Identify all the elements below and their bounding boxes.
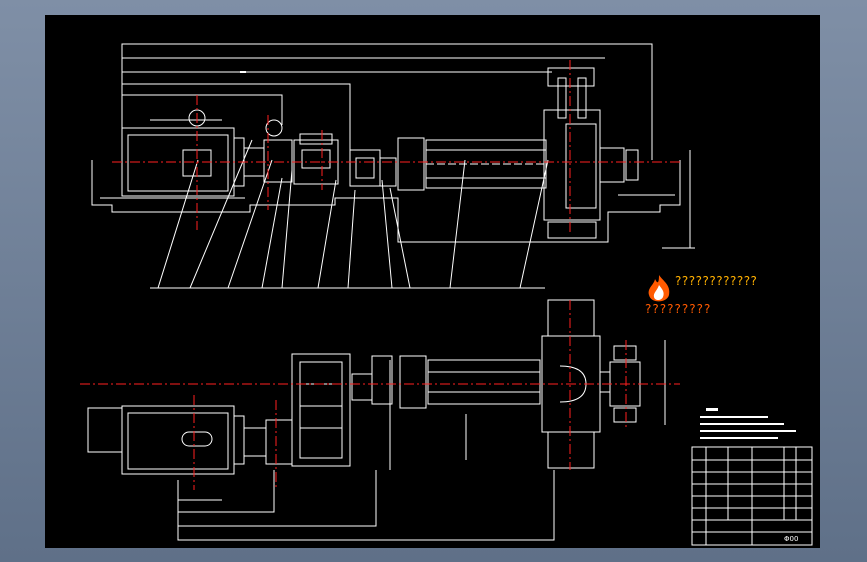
watermark-badge: ???????????? ????????? xyxy=(645,268,758,328)
title-cell-text: Φ00 xyxy=(784,535,798,543)
title-block xyxy=(691,446,813,546)
technical-notes xyxy=(700,408,796,439)
flame-icon xyxy=(648,275,670,302)
watermark-line-1: ???????????? xyxy=(675,274,758,288)
bottom-plan-view xyxy=(87,299,666,541)
watermark-line-2: ????????? xyxy=(645,302,712,316)
bottom-view-centerlines xyxy=(80,300,680,490)
drawing-paper xyxy=(45,15,820,548)
top-view-centerlines xyxy=(112,60,680,235)
